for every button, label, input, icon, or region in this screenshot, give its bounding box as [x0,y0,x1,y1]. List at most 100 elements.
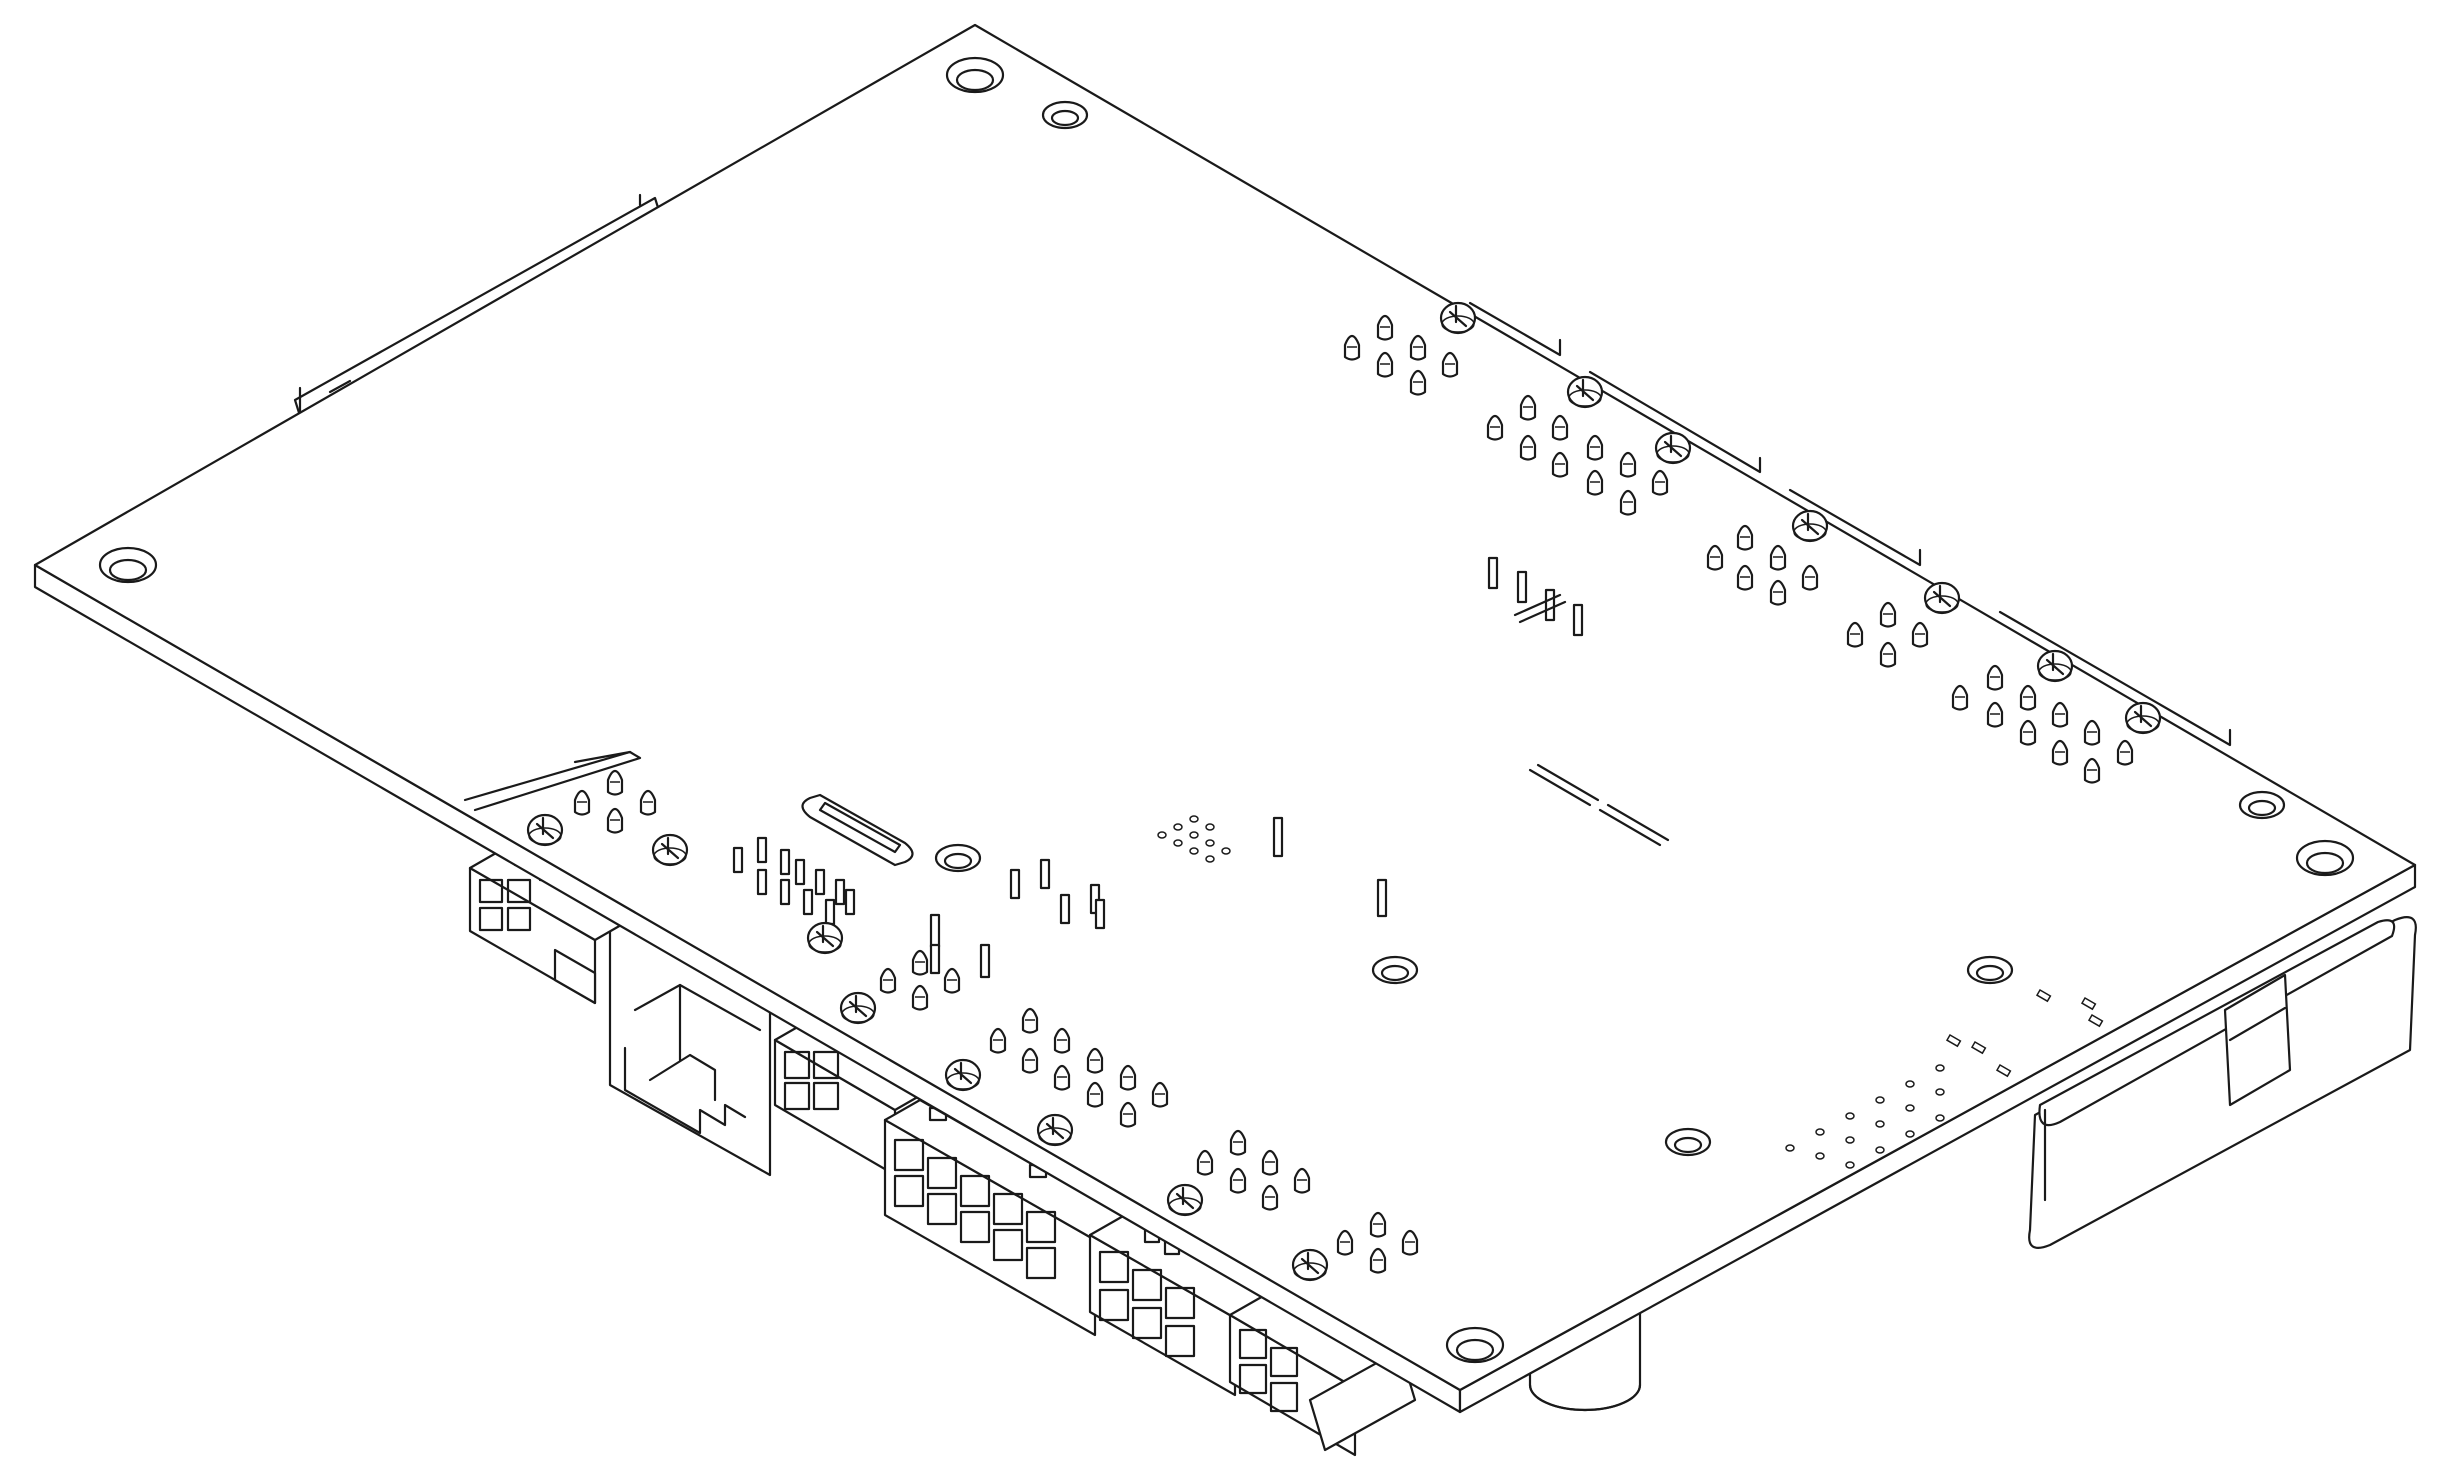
header-pin [929,943,941,975]
screw-head [1036,1113,1074,1147]
pin [1986,701,2004,728]
smd-pad [1205,839,1215,847]
header-pin [814,868,826,896]
smd-pad [1845,1136,1855,1144]
pin [2019,719,2037,746]
pin [573,789,591,816]
pin [1376,351,1394,378]
smd-pad [1845,1112,1855,1120]
header-pin [794,858,806,886]
header-pin [1272,816,1284,858]
smd-pad-rect [2035,988,2052,1003]
mounting-hole-back-small [1041,100,1089,130]
smd-pad [1189,815,1199,823]
mounting-hole-back [945,56,1005,94]
silkscreen-marks [1513,593,1670,847]
mounting-hole-right [2295,839,2355,877]
pin [1343,334,1361,361]
pin [1551,414,1569,441]
pin [1519,394,1537,421]
header-pin [732,846,744,874]
pin [2083,757,2101,784]
smd-pad [1221,847,1231,855]
smd-pad [1815,1128,1825,1136]
smd-pad [1157,831,1167,839]
smd-pad [1785,1144,1795,1152]
pin [1986,664,2004,691]
pin [1769,579,1787,606]
pin [1229,1129,1247,1156]
header-pin [824,898,836,926]
header-pin [756,868,768,896]
smd-pad [1815,1152,1825,1160]
pin [606,769,624,796]
smd-pad [1875,1096,1885,1104]
pin [1151,1081,1169,1108]
pin [1409,334,1427,361]
via-hole-2 [1371,955,1419,985]
pcb-board [33,23,2417,1414]
smd-pad-rect [1945,1033,1962,1048]
smd-pad [1189,831,1199,839]
pin [1053,1027,1071,1054]
smd-pad [1173,839,1183,847]
usb-c-port [2028,916,2417,1249]
smd-pad [1189,847,1199,855]
pin [1119,1064,1137,1091]
connector-2x2-left [468,843,637,1005]
pin [1229,1167,1247,1194]
pin [1879,641,1897,668]
connector-2x2-right [1228,1293,1417,1457]
screw-head [651,833,689,867]
header-pin [1009,868,1021,900]
connector-2x5 [883,1098,1132,1337]
pin [1376,314,1394,341]
screw-head [1566,375,1604,409]
smd-pad-rect [1970,1040,1987,1055]
through-hole-pins [573,314,2134,1274]
pin [1586,434,1604,461]
pin [1369,1247,1387,1274]
smd-pad-rect [2080,996,2097,1011]
pin [911,984,929,1011]
header-pin [1376,878,1388,918]
smd-pad-rect [2087,1013,2104,1028]
smd-pad [1173,823,1183,831]
pin [1086,1047,1104,1074]
pin [1736,524,1754,551]
header-pin [1516,570,1528,604]
pin [1769,544,1787,571]
header-pin [756,836,768,864]
header-pin [1039,858,1051,890]
header-pin [1059,893,1071,925]
screw-head [1923,581,1961,615]
via-hole-1 [934,843,982,873]
header-pin [779,878,791,906]
pin [1801,564,1819,591]
pin [1196,1149,1214,1176]
smd-pad [1905,1080,1915,1088]
pin [1336,1229,1354,1256]
pin [1651,469,1669,496]
pin [1736,564,1754,591]
screw-head [1439,301,1477,335]
pin [1401,1229,1419,1256]
pin [1261,1149,1279,1176]
header-pin [834,878,846,906]
pin [1619,451,1637,478]
header-pin [1094,898,1106,930]
pin [1053,1064,1071,1091]
pin [2019,684,2037,711]
smd-pad [1935,1114,1945,1122]
pin [1846,621,1864,648]
screw-head [839,991,877,1025]
smd-pad [1905,1130,1915,1138]
pin [1119,1101,1137,1128]
pin [1519,434,1537,461]
front-edge-latch [463,750,642,812]
pin [1409,369,1427,396]
screw-head [1291,1248,1329,1282]
smd-pad [1935,1088,1945,1096]
capacitor-cylinder [1528,1303,1642,1412]
